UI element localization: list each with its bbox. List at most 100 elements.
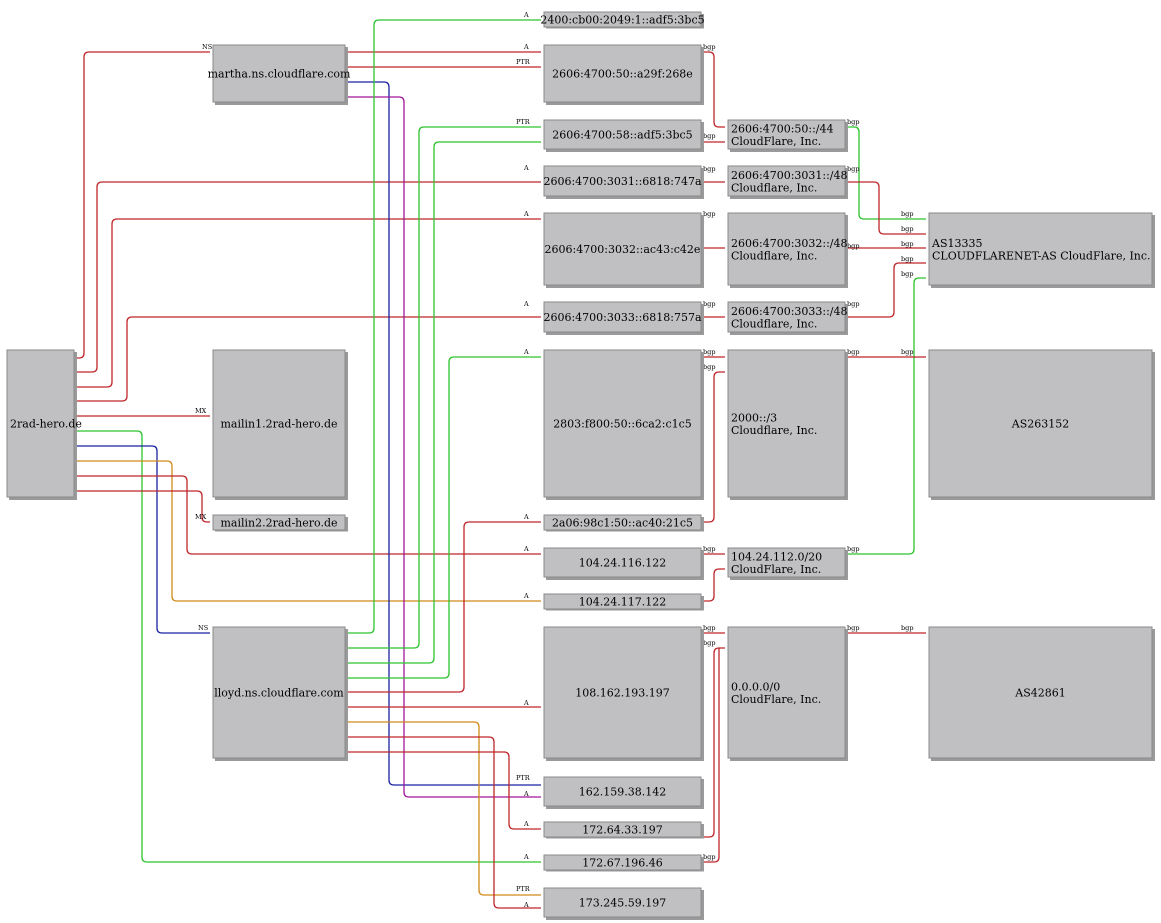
node-ip-a29f: 2606:4700:50::a29f:268e (543, 44, 702, 103)
edge-red (701, 647, 725, 838)
edge-red (701, 371, 725, 523)
edge-red (74, 181, 541, 373)
node-label: 104.24.112.0/20 (731, 550, 822, 563)
edge-green (74, 430, 541, 863)
node-box (6, 349, 75, 498)
edge-red (345, 736, 541, 909)
edge-label: A (523, 699, 529, 707)
node-box (212, 514, 346, 531)
edge-label: PTR (516, 58, 531, 66)
node-ip-162: 162.159.38.142 (543, 776, 702, 807)
edge-red (345, 521, 541, 693)
node-label: 172.64.33.197 (582, 824, 662, 837)
edge-label: bgp (847, 300, 859, 308)
node-label: 173.245.59.197 (579, 897, 666, 910)
node-ip-117: 104.24.117.122 (543, 593, 702, 610)
edge-orange (74, 460, 541, 602)
edge-label: bgp (703, 348, 715, 356)
node-label: 2606:4700:3033::6818:757a (543, 311, 702, 324)
edge-green (345, 141, 541, 664)
node-label: mailin1.2rad-hero.de (220, 418, 337, 431)
node-2rad: 2rad-hero.de (6, 349, 82, 498)
edge-red (845, 262, 926, 318)
edge-label: bgp (901, 255, 913, 263)
node-label: CloudFlare, Inc. (731, 135, 821, 148)
node-ip-173: 173.245.59.197 (543, 887, 702, 918)
edge-label: bgp (703, 300, 715, 308)
node-mailin1: mailin1.2rad-hero.de (212, 349, 346, 498)
node-label: CLOUDFLARENET-AS CloudFlare, Inc. (932, 249, 1151, 262)
node-box (543, 626, 702, 759)
edge-red (74, 490, 210, 523)
node-box (928, 349, 1153, 498)
edge-red (74, 51, 210, 359)
node-ip-2a06: 2a06:98c1:50::ac40:21c5 (543, 514, 702, 531)
edge-label: bgp (847, 545, 859, 553)
edge-red (701, 51, 725, 128)
edge-label: bgp (901, 240, 913, 248)
edge-label: bgp (847, 624, 859, 632)
node-box (212, 349, 346, 498)
node-box (928, 212, 1153, 286)
node-label: Cloudflare, Inc. (731, 424, 817, 437)
node-ip-172b: 172.67.196.46 (543, 854, 702, 871)
node-box (212, 626, 346, 759)
edge-label: bgp (703, 363, 715, 371)
node-label: 2606:4700:3031::6818:747a (543, 175, 702, 188)
node-label: 0.0.0.0/0 (731, 680, 780, 693)
edge-label: NS (202, 43, 212, 51)
node-label: AS42861 (1014, 687, 1065, 700)
edge-label: bgp (703, 165, 715, 173)
edge-label: bgp (703, 210, 715, 218)
edge-green (345, 126, 541, 649)
node-box (543, 301, 702, 333)
edge-label: A (523, 820, 529, 828)
edge-label: A (523, 164, 529, 172)
edge-label: bgp (847, 348, 859, 356)
node-label: 2606:4700:58::adf5:3bc5 (552, 129, 692, 142)
node-box (212, 44, 346, 103)
edge-orange (345, 721, 541, 896)
node-box (727, 119, 846, 150)
edge-label: A (523, 513, 529, 521)
node-box (727, 165, 846, 197)
node-ip-3033: 2606:4700:3033::6818:757a (543, 301, 702, 333)
edge-green (345, 19, 541, 634)
edge-label: MX (195, 407, 207, 415)
edge-label: A (523, 545, 529, 553)
edge-labels-layer: NSAAAMXANSAAMXAPTRPTRAAPTRAAAPTRAAbgpbgp… (195, 11, 913, 909)
node-ip-2400: 2400:cb00:2049:1::adf5:3bc5 (540, 11, 705, 28)
node-box (727, 626, 846, 759)
node-box (543, 854, 702, 871)
node-label: 2400:cb00:2049:1::adf5:3bc5 (540, 14, 704, 27)
node-label: Cloudflare, Inc. (731, 249, 817, 262)
node-label: 2606:4700:3032::/48 (731, 237, 848, 250)
node-ip-adf5: 2606:4700:58::adf5:3bc5 (543, 119, 702, 150)
edge-blue (345, 81, 541, 786)
edge-label: NS (198, 624, 208, 632)
node-label: 104.24.117.122 (579, 596, 666, 609)
edge-label: bgp (703, 639, 715, 647)
edge-label: A (523, 11, 529, 19)
edge-green (345, 356, 541, 679)
node-label: 172.67.196.46 (582, 857, 662, 870)
edge-green (845, 126, 926, 220)
node-label: 2606:4700:50::a29f:268e (552, 68, 693, 81)
node-box (727, 349, 846, 498)
node-as263152: AS263152 (928, 349, 1153, 498)
edge-label: bgp (847, 165, 859, 173)
node-box (543, 11, 702, 28)
node-box (543, 212, 702, 286)
node-box (543, 547, 702, 578)
node-ip-3032: 2606:4700:3032::ac43:c42e (543, 212, 702, 286)
edge-label: bgp (703, 853, 715, 861)
node-box (543, 776, 702, 807)
edge-label: bgp (847, 118, 859, 126)
node-box (543, 165, 702, 197)
edge-label: MX (195, 513, 207, 521)
